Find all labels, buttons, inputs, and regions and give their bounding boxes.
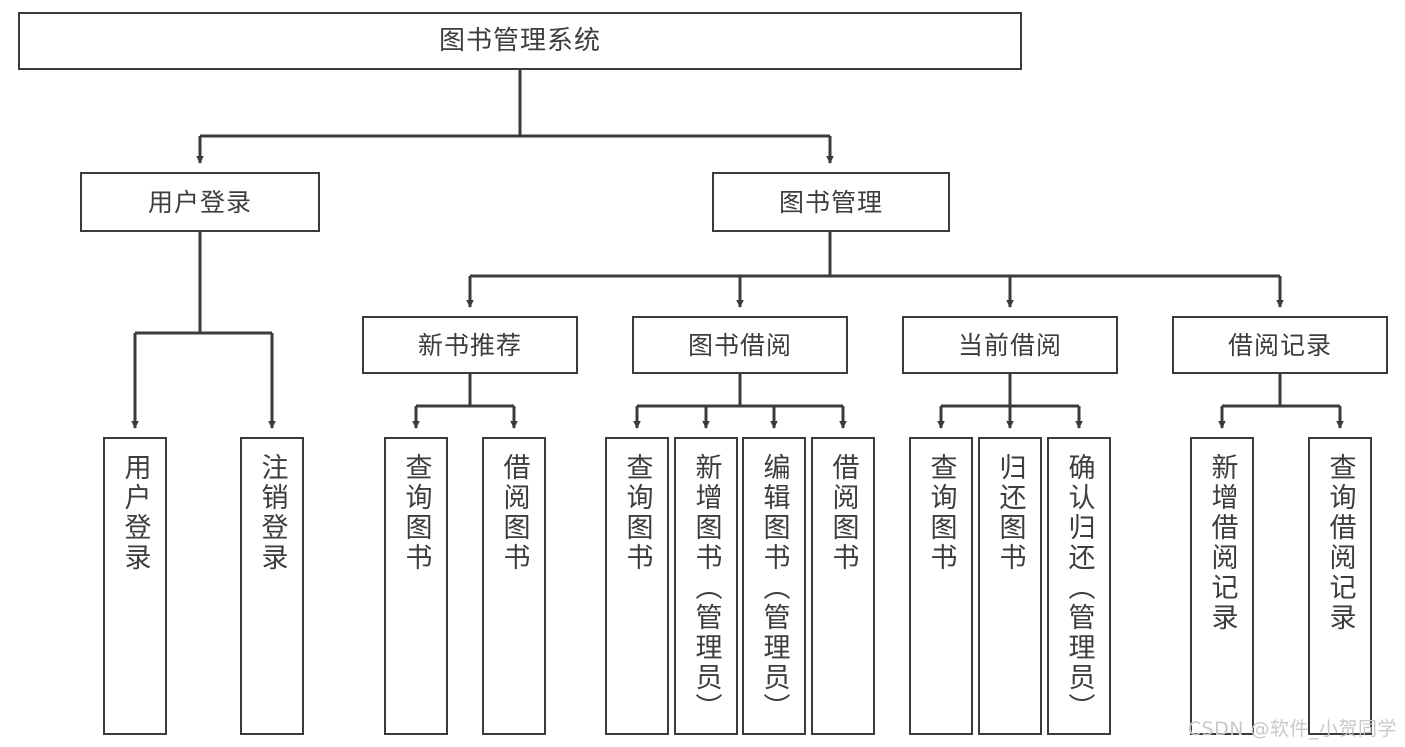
node-borrow-record[interactable]: 借阅记录	[1172, 316, 1388, 374]
node-label: 图书借阅	[687, 330, 792, 360]
node-label: 确认归还（管理员）	[1063, 453, 1095, 723]
node-label: 查询借阅记录	[1324, 453, 1356, 633]
node-new-book-recommend[interactable]: 新书推荐	[362, 316, 578, 374]
node-label: 查询图书	[621, 453, 653, 573]
node-label: 用户登录	[119, 453, 151, 573]
node-label: 图书管理系统	[438, 25, 601, 56]
node-label: 归还图书	[994, 453, 1026, 573]
node-book-management[interactable]: 图书管理	[712, 172, 950, 232]
watermark: CSDN @软件_小贺同学	[1187, 718, 1397, 740]
node-label: 用户登录	[147, 187, 252, 217]
node-current-borrow[interactable]: 当前借阅	[902, 316, 1118, 374]
node-label: 图书管理	[778, 187, 883, 217]
leaf-query-borrow-record[interactable]: 查询借阅记录	[1308, 437, 1372, 735]
leaf-query-book-1[interactable]: 查询图书	[384, 437, 448, 735]
leaf-borrow-book-2[interactable]: 借阅图书	[811, 437, 875, 735]
node-label: 查询图书	[400, 453, 432, 573]
node-label: 借阅图书	[827, 453, 859, 573]
node-label: 借阅记录	[1227, 330, 1332, 360]
leaf-user-login[interactable]: 用户登录	[103, 437, 167, 735]
leaf-add-book[interactable]: 新增图书（管理员）	[674, 437, 738, 735]
leaf-return-book[interactable]: 归还图书	[978, 437, 1042, 735]
leaf-confirm-return[interactable]: 确认归还（管理员）	[1047, 437, 1111, 735]
node-label: 新书推荐	[417, 330, 522, 360]
node-label: 编辑图书（管理员）	[758, 453, 790, 723]
node-root-book-management-system[interactable]: 图书管理系统	[18, 12, 1022, 70]
leaf-query-book-3[interactable]: 查询图书	[909, 437, 973, 735]
node-label: 注销登录	[256, 453, 288, 573]
leaf-add-borrow-record[interactable]: 新增借阅记录	[1190, 437, 1254, 735]
node-user-login[interactable]: 用户登录	[80, 172, 320, 232]
leaf-edit-book[interactable]: 编辑图书（管理员）	[742, 437, 806, 735]
leaf-borrow-book-1[interactable]: 借阅图书	[482, 437, 546, 735]
leaf-query-book-2[interactable]: 查询图书	[605, 437, 669, 735]
node-label: 借阅图书	[498, 453, 530, 573]
node-book-borrow[interactable]: 图书借阅	[632, 316, 848, 374]
node-label: 当前借阅	[957, 330, 1062, 360]
leaf-logout[interactable]: 注销登录	[240, 437, 304, 735]
node-label: 新增图书（管理员）	[690, 453, 722, 723]
node-label: 查询图书	[925, 453, 957, 573]
node-label: 新增借阅记录	[1206, 453, 1238, 633]
